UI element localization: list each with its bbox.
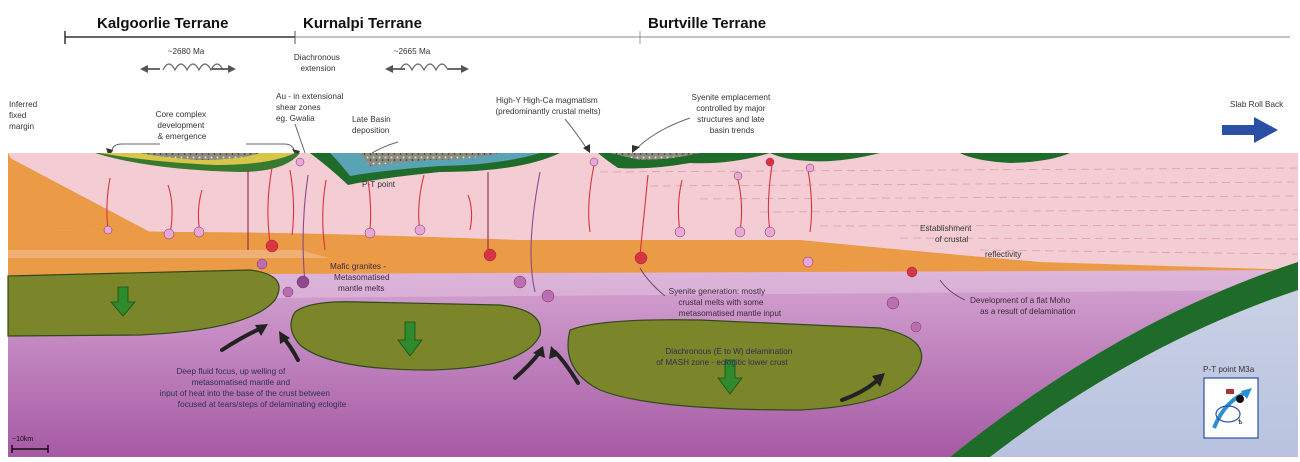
- mafic-granites-label: Mafic granites - Metasomatised mantle me…: [330, 262, 392, 293]
- syenite-emplacement-label: Syenite emplacement controlled by major …: [691, 93, 772, 135]
- pt-diagram-inset: ѣ: [1204, 378, 1258, 438]
- late-basin-label: Late Basin deposition: [352, 115, 393, 135]
- extension-symbol-kurnalpi: ~2665 Ma: [385, 47, 469, 73]
- scale-label: ~10km: [12, 436, 33, 443]
- slab-roll-back-label: Slab Roll Back: [1230, 100, 1284, 109]
- pt-inset-glyph-icon: ѣ: [1238, 418, 1243, 426]
- age-label-2680: ~2680 Ma: [168, 47, 205, 56]
- pt-point-m3a-label: P-T point M3a: [1203, 365, 1255, 374]
- burtville-terrane-label: Burtville Terrane: [648, 15, 766, 32]
- inferred-margin-label: Inferred fixed margin: [9, 100, 40, 131]
- kurnalpi-terrane-label: Kurnalpi Terrane: [303, 15, 422, 32]
- age-label-2665: ~2665 Ma: [394, 47, 431, 56]
- kalgoorlie-terrane-label: Kalgoorlie Terrane: [97, 15, 228, 32]
- extension-symbol-kalgoorlie: ~2680 Ma: [140, 47, 236, 73]
- slab-roll-back-arrow-icon: [1222, 117, 1278, 143]
- pt-point-label: P-T point: [362, 180, 396, 189]
- au-shear-zones-label: Au - in extensional shear zones eg. Gwal…: [276, 92, 346, 123]
- diachronous-extension-label: Diachronous extension: [294, 53, 342, 73]
- terrane-axis: [65, 31, 1290, 44]
- core-complex-label: Core complex development & emergence: [156, 110, 209, 141]
- high-y-magmatism-label: High-Y High-Ca magmatism (predominantly …: [495, 96, 600, 116]
- syenite-generation-label: Syenite generation: mostly crustal melts…: [669, 287, 782, 318]
